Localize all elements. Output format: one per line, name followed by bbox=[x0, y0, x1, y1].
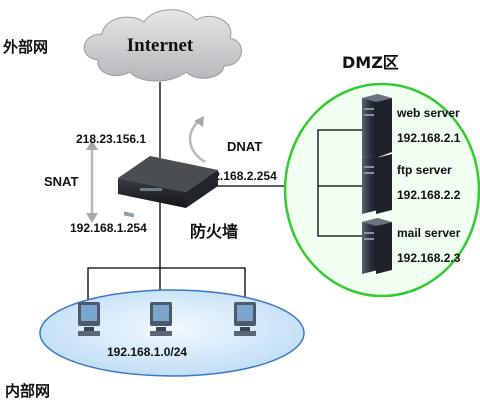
server-ip-mail: 192.168.2.3 bbox=[397, 251, 461, 265]
server-tower-mail bbox=[362, 218, 392, 274]
zone-label-external: 外部网 bbox=[2, 38, 48, 56]
snat-label: SNAT bbox=[44, 174, 78, 189]
internet-label: Internet bbox=[127, 35, 194, 56]
pc-icon-1 bbox=[78, 302, 100, 336]
lan-bus bbox=[87, 267, 246, 302]
zone-label-internal: 内部网 bbox=[5, 382, 50, 400]
dmz-bus bbox=[317, 129, 362, 237]
server-tower-ftp bbox=[362, 154, 392, 214]
zone-label-dmz: DMZ区 bbox=[342, 53, 399, 72]
pc-icon-3 bbox=[234, 302, 256, 336]
pc-icon-2 bbox=[150, 302, 172, 336]
internet-cloud: Internet bbox=[83, 9, 242, 82]
dnat-label: DNAT bbox=[227, 139, 262, 154]
firewall-lan-ip: 192.168.1.254 bbox=[70, 221, 147, 235]
server-name-ftp: ftp server bbox=[397, 163, 452, 177]
firewall-dmz-ip: 192.168.2.254 bbox=[200, 169, 277, 183]
firewall-device bbox=[118, 156, 218, 218]
server-tower-web bbox=[362, 94, 392, 158]
server-name-web: web server bbox=[396, 106, 460, 120]
lan-subnet-label: 192.168.1.0/24 bbox=[107, 345, 187, 359]
server-name-mail: mail server bbox=[397, 226, 461, 240]
snat-arrow bbox=[86, 140, 98, 223]
firewall-label: 防火墙 bbox=[190, 222, 238, 241]
firewall-wan-ip: 218.23.156.1 bbox=[76, 132, 146, 146]
server-ip-web: 192.168.2.1 bbox=[397, 131, 461, 145]
dnat-arrow bbox=[188, 116, 206, 164]
server-ip-ftp: 192.168.2.2 bbox=[397, 188, 461, 202]
